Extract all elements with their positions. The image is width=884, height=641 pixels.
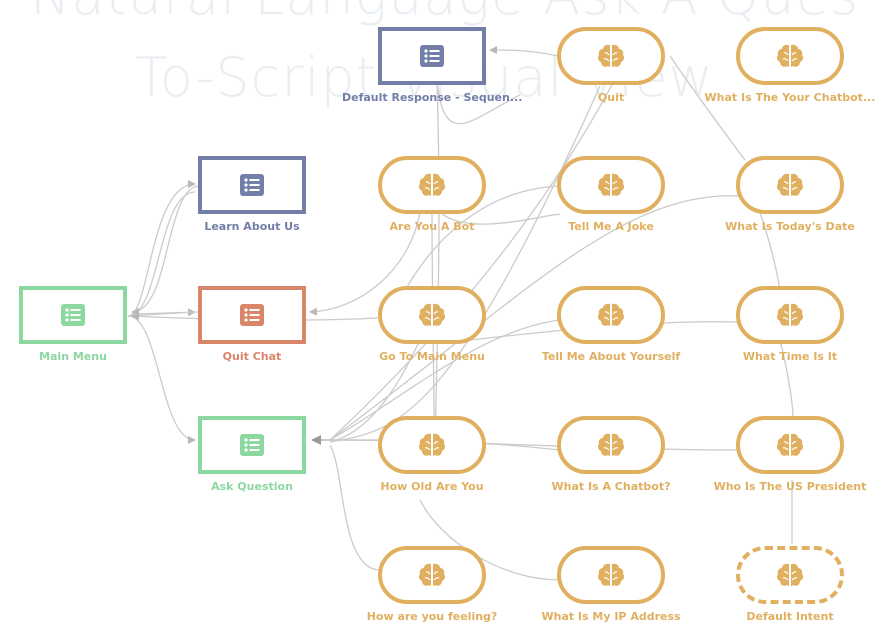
node-what-is-a-chatbot[interactable] [557, 416, 665, 474]
label-who-is-the-us-president: Who Is The US President [713, 480, 867, 493]
list-icon [240, 304, 264, 326]
brain-icon [418, 302, 446, 328]
label-default-intent: Default Intent [746, 610, 834, 623]
label-learn-about-us: Learn About Us [204, 220, 300, 233]
node-quit-chat[interactable] [198, 286, 306, 344]
label-go-to-main-menu: Go To Main Menu [379, 350, 485, 363]
node-what-time-is-it[interactable] [736, 286, 844, 344]
node-are-you-a-bot[interactable] [378, 156, 486, 214]
node-how-old-are-you[interactable] [378, 416, 486, 474]
brain-icon [776, 43, 804, 69]
label-main-menu: Main Menu [39, 350, 107, 363]
label-how-old-are-you: How Old Are You [380, 480, 484, 493]
brain-icon [418, 562, 446, 588]
label-quit-chat: Quit Chat [222, 350, 282, 363]
label-what-is-todays-date: What Is Today's Date [725, 220, 855, 233]
brain-icon [776, 302, 804, 328]
label-what-is-a-chatbot: What Is A Chatbot? [551, 480, 671, 493]
node-ask-question[interactable] [198, 416, 306, 474]
node-learn-about-us[interactable] [198, 156, 306, 214]
brain-icon [597, 562, 625, 588]
list-icon [61, 304, 85, 326]
node-what-is-todays-date[interactable] [736, 156, 844, 214]
list-icon [420, 45, 444, 67]
node-go-to-main-menu[interactable] [378, 286, 486, 344]
label-quit: Quit [597, 91, 625, 104]
label-what-time-is-it: What Time Is It [742, 350, 838, 363]
label-tell-me-a-joke: Tell Me A Joke [568, 220, 654, 233]
brain-icon [597, 302, 625, 328]
node-tell-me-a-joke[interactable] [557, 156, 665, 214]
node-who-is-the-us-president[interactable] [736, 416, 844, 474]
brain-icon [776, 172, 804, 198]
label-default-response: Default Response - Sequen... [342, 91, 523, 104]
label-what-is-the-your-chatbot: What Is The Your Chatbot... [704, 91, 876, 104]
list-icon [240, 174, 264, 196]
brain-icon [597, 172, 625, 198]
node-main-menu[interactable] [19, 286, 127, 344]
brain-icon [776, 432, 804, 458]
node-what-is-the-your-chatbot[interactable] [736, 27, 844, 85]
label-how-are-you-feeling: How are you feeling? [366, 610, 498, 623]
node-default-response[interactable] [378, 27, 486, 85]
node-what-is-my-ip[interactable] [557, 546, 665, 604]
brain-icon [418, 432, 446, 458]
label-what-is-my-ip: What Is My IP Address [541, 610, 681, 623]
node-default-intent[interactable] [736, 546, 844, 604]
brain-icon [776, 562, 804, 588]
node-tell-me-about-yourself[interactable] [557, 286, 665, 344]
brain-icon [597, 432, 625, 458]
label-ask-question: Ask Question [211, 480, 293, 493]
node-quit[interactable] [557, 27, 665, 85]
label-tell-me-about-yourself: Tell Me About Yourself [541, 350, 681, 363]
list-icon [240, 434, 264, 456]
brain-icon [597, 43, 625, 69]
node-how-are-you-feeling[interactable] [378, 546, 486, 604]
brain-icon [418, 172, 446, 198]
label-are-you-a-bot: Are You A Bot [389, 220, 475, 233]
